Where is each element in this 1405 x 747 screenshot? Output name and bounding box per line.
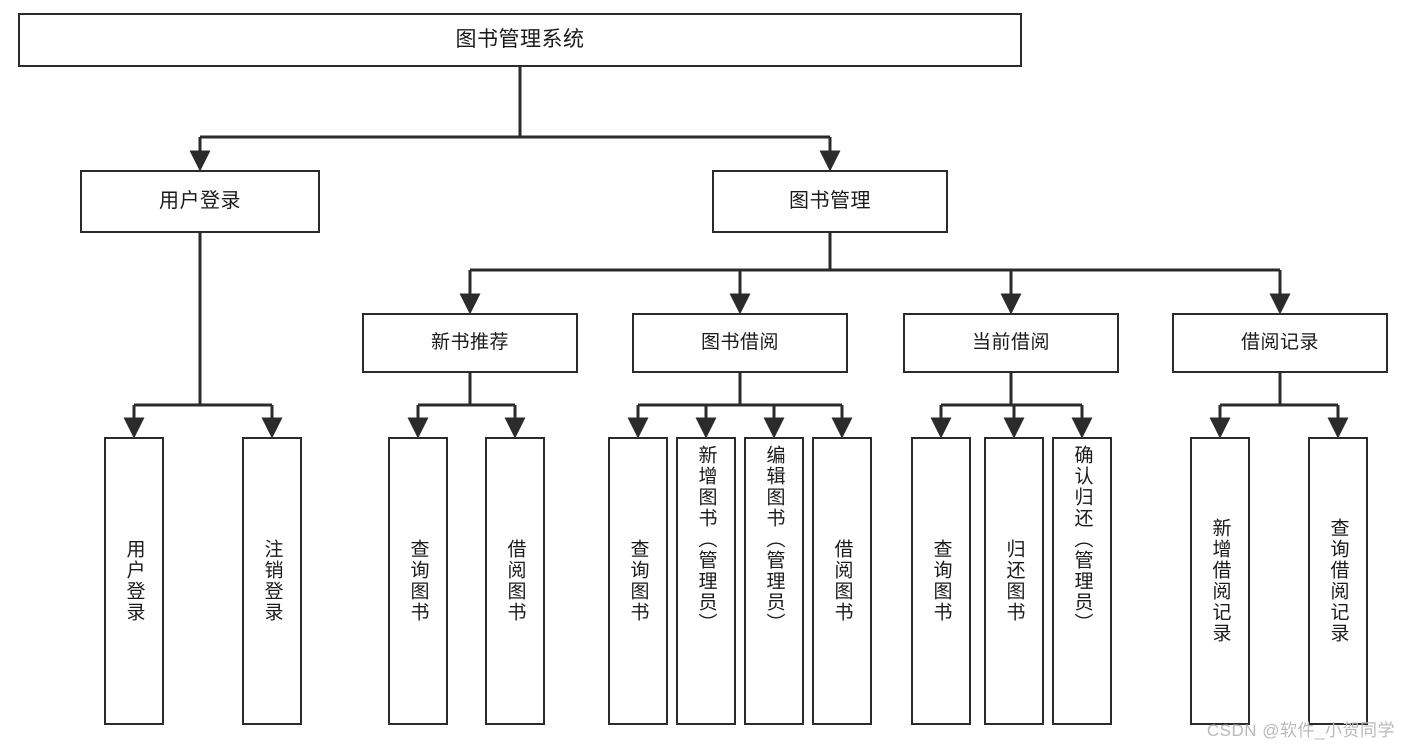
node-leaf-query-book-1[interactable]: 查询图书 (388, 437, 448, 725)
csdn-watermark: CSDN @软件_小贺同学 (1206, 721, 1395, 740)
node-leaf-query-book-3[interactable]: 查询图书 (911, 437, 971, 725)
node-borrow-record-label: 借阅记录 (1240, 331, 1319, 353)
node-leaf-user-login[interactable]: 用户登录 (104, 437, 164, 725)
node-leaf-query-book-1-label: 查询图书 (407, 539, 429, 623)
node-root[interactable]: 图书管理系统 (18, 13, 1022, 67)
node-leaf-query-book-2-label: 查询图书 (627, 539, 649, 623)
node-leaf-borrow-book-2-label: 借阅图书 (831, 539, 853, 623)
node-leaf-return-book-label: 归还图书 (1003, 539, 1025, 623)
node-leaf-query-book-2[interactable]: 查询图书 (608, 437, 668, 725)
node-book-manage-label: 图书管理 (789, 189, 871, 212)
node-leaf-add-record-label: 新增借阅记录 (1209, 518, 1231, 644)
node-current-borrow[interactable]: 当前借阅 (903, 313, 1119, 373)
node-new-book-rec[interactable]: 新书推荐 (362, 313, 578, 373)
node-leaf-edit-book[interactable]: 编辑图书（管理员） (744, 437, 804, 725)
node-user-login-label: 用户登录 (159, 189, 241, 212)
node-book-borrow[interactable]: 图书借阅 (632, 313, 848, 373)
node-leaf-borrow-book-1[interactable]: 借阅图书 (485, 437, 545, 725)
node-leaf-return-book[interactable]: 归还图书 (984, 437, 1044, 725)
node-borrow-record[interactable]: 借阅记录 (1172, 313, 1388, 373)
node-user-login[interactable]: 用户登录 (80, 170, 320, 233)
node-leaf-confirm-return[interactable]: 确认归还（管理员） (1052, 437, 1112, 725)
node-leaf-query-record-label: 查询借阅记录 (1327, 518, 1349, 644)
node-leaf-borrow-book-2[interactable]: 借阅图书 (812, 437, 872, 725)
node-leaf-add-record[interactable]: 新增借阅记录 (1190, 437, 1250, 725)
node-leaf-borrow-book-1-label: 借阅图书 (504, 539, 526, 623)
node-book-manage[interactable]: 图书管理 (712, 170, 948, 233)
node-new-book-rec-label: 新书推荐 (430, 331, 509, 353)
node-leaf-query-book-3-label: 查询图书 (930, 539, 952, 623)
node-leaf-logout-login[interactable]: 注销登录 (242, 437, 302, 725)
node-leaf-edit-book-label: 编辑图书（管理员） (763, 445, 785, 634)
node-leaf-logout-login-label: 注销登录 (261, 539, 283, 623)
node-current-borrow-label: 当前借阅 (971, 331, 1050, 353)
node-book-borrow-label: 图书借阅 (700, 331, 779, 353)
node-leaf-confirm-return-label: 确认归还（管理员） (1071, 445, 1093, 634)
node-leaf-add-book[interactable]: 新增图书（管理员） (676, 437, 736, 725)
node-leaf-user-login-label: 用户登录 (123, 539, 145, 623)
node-leaf-query-record[interactable]: 查询借阅记录 (1308, 437, 1368, 725)
node-leaf-add-book-label: 新增图书（管理员） (695, 445, 717, 634)
node-root-label: 图书管理系统 (455, 27, 585, 51)
